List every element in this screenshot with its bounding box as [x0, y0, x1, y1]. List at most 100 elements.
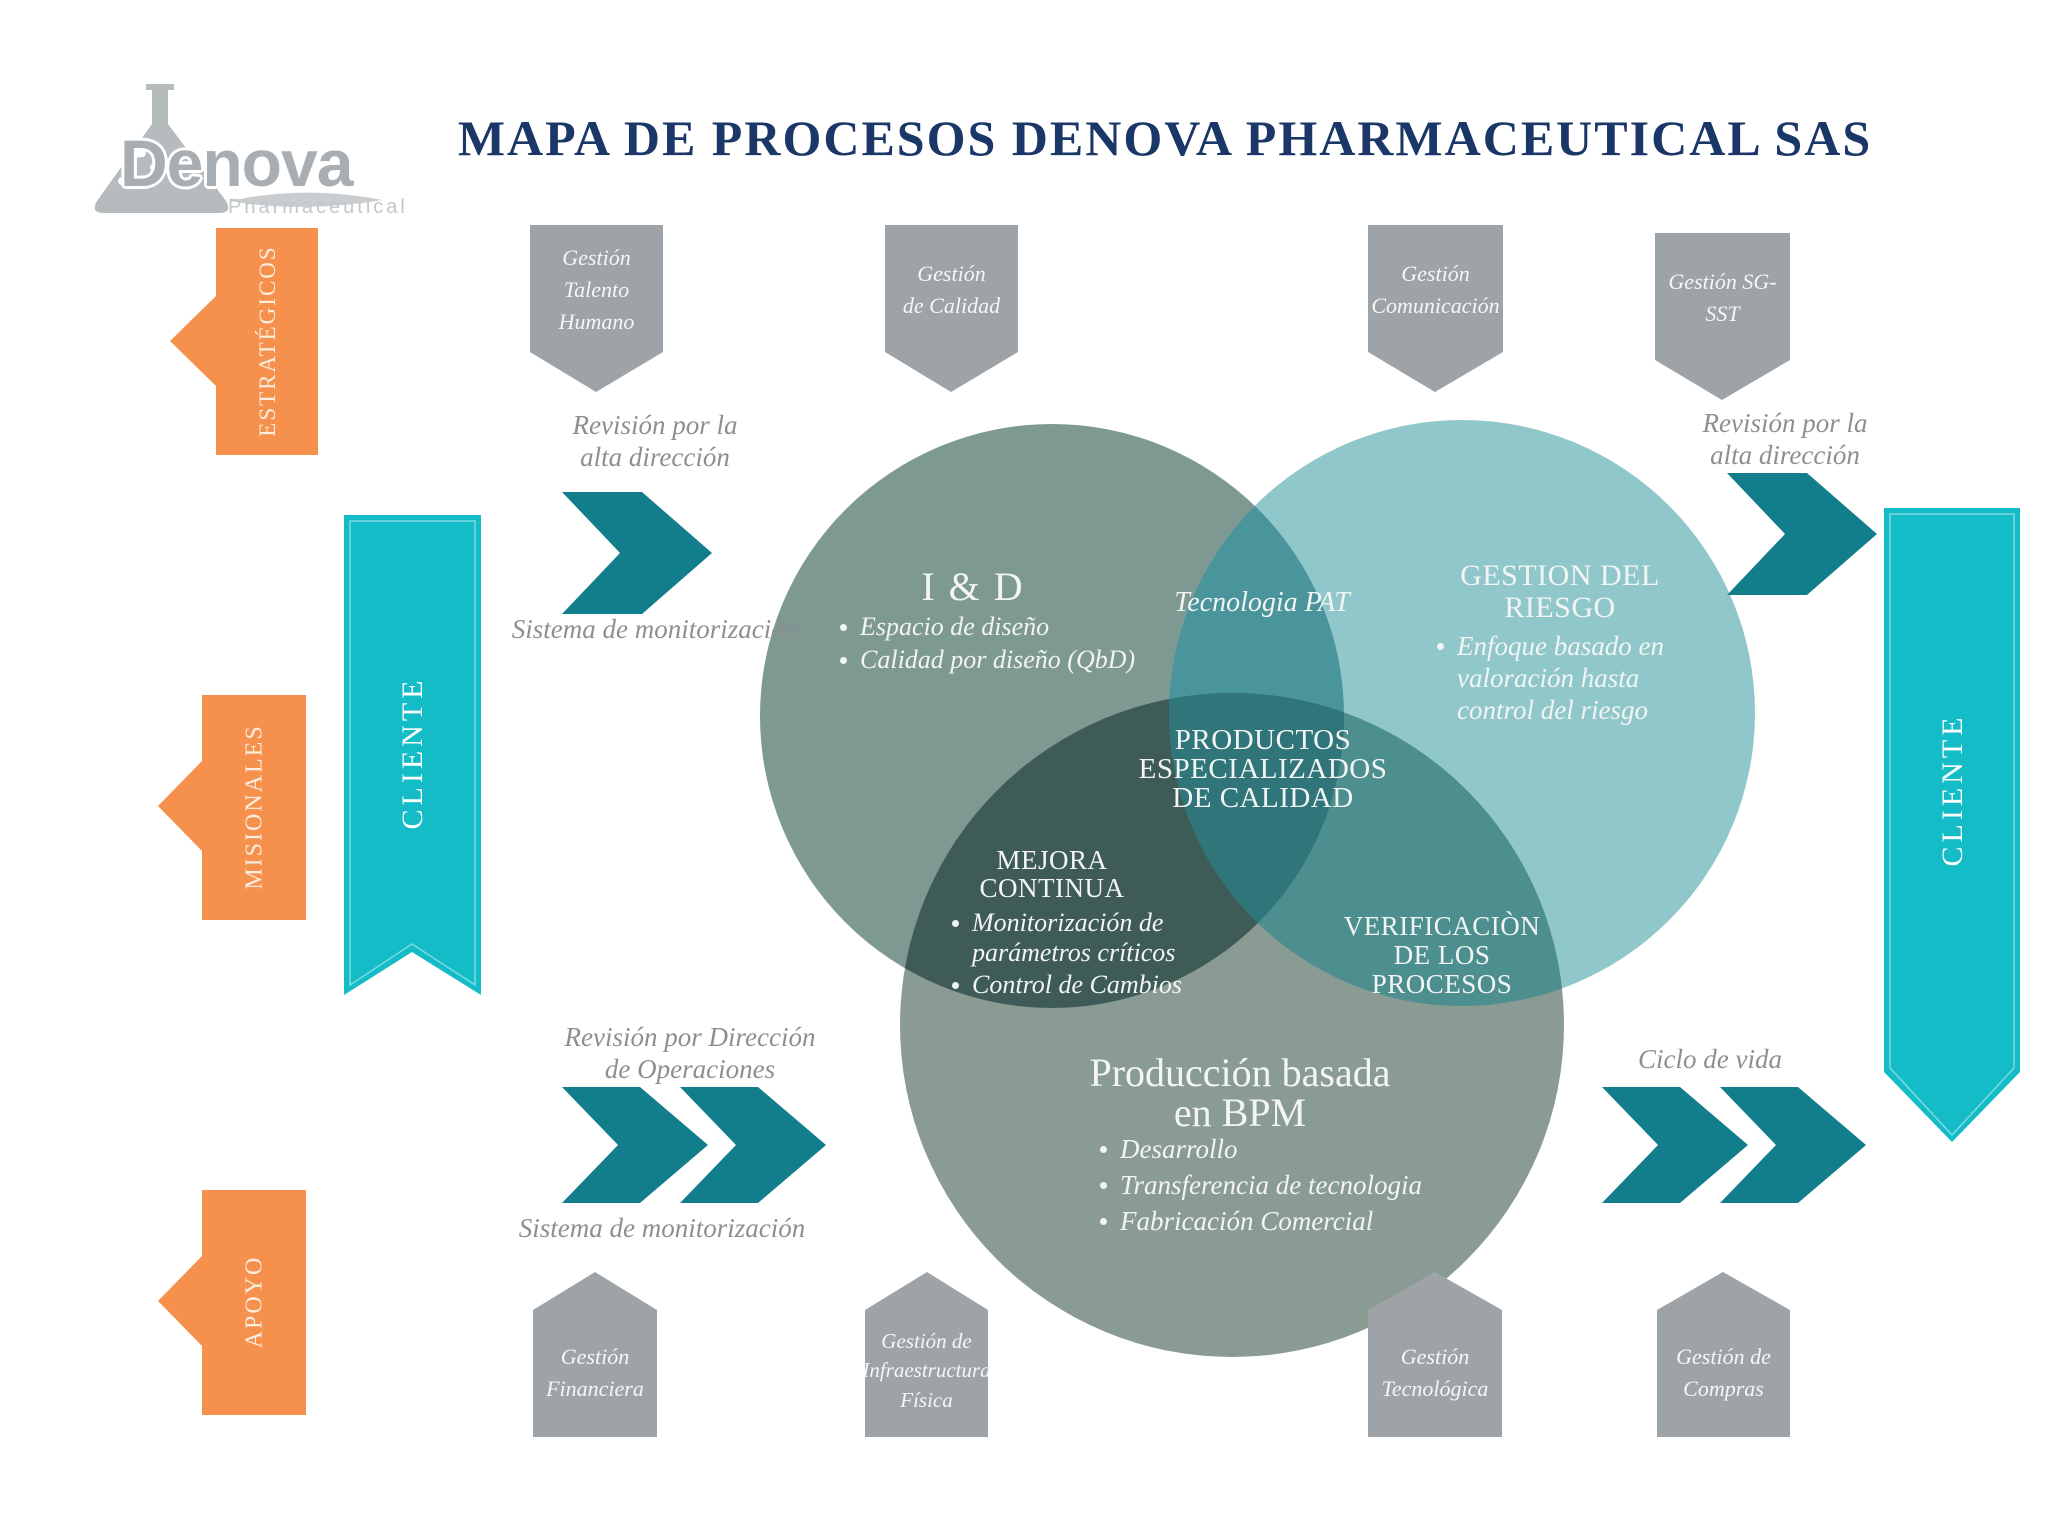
label-sistema-monitorizacion-bottom: Sistema de monitorización: [492, 1213, 832, 1245]
pennant-financiera: [533, 1272, 657, 1437]
label-revision-alta-direccion-right: Revisión por la alta dirección: [1625, 408, 1945, 472]
pennant-financiera-label: Gestión Financiera: [533, 1318, 657, 1428]
venn-title-line: RIESGO: [1504, 591, 1616, 625]
bullet-icon: [1100, 1218, 1107, 1226]
pennant-infraestructura-label: Gestión de Infraestructura Física: [862, 1312, 991, 1430]
bullet-text: Monitorización de parámetros críticos: [972, 908, 1176, 967]
label-line: Sistema de monitorización: [511, 614, 799, 644]
pennant-line: Tecnológica: [1381, 1376, 1489, 1401]
pennant-line: Gestión: [1400, 1344, 1470, 1370]
venn-title-line: CONTINUA: [979, 873, 1125, 904]
label-line: Revisión por la: [1702, 408, 1868, 438]
bullet-text: Espacio de diseño: [860, 612, 1050, 641]
venn-mejora-bullets: Monitorización de parámetros críticos Co…: [952, 908, 1197, 1000]
logo-tagline: Pharmaceutical: [228, 196, 408, 218]
venn-produccion-title: Producción basada en BPM: [1060, 1053, 1420, 1133]
ribbon-cliente-left: [344, 515, 481, 995]
label-line: Revisión por la: [572, 410, 738, 440]
ribbon-cliente-right-inset: [1889, 513, 2015, 1137]
chevron-top-left-icon: [562, 492, 712, 614]
pennant-sg-sst: [1655, 233, 1790, 400]
pennant-infraestructura: [865, 1272, 988, 1437]
chevron-bottom-right-1-icon: [1602, 1087, 1748, 1203]
label-ciclo-de-vida: Ciclo de vida: [1590, 1044, 1830, 1076]
tag-apoyo: [158, 1190, 306, 1415]
bullet-icon: [1100, 1182, 1107, 1190]
cliente-left-label: CLIENTE: [396, 676, 429, 830]
venn-center-title: PRODUCTOS ESPECIALIZADOS DE CALIDAD: [1110, 722, 1416, 817]
label-line: Sistema de monitorización: [518, 1213, 806, 1243]
venn-title-line: DE LOS: [1393, 939, 1491, 970]
bullet-text: Fabricación Comercial: [1120, 1206, 1374, 1237]
list-item: Fabricación Comercial: [1100, 1206, 1450, 1237]
pennant-tecnologica-label: Gestión Tecnológica: [1368, 1318, 1502, 1428]
logo-brand: Denova: [120, 126, 353, 200]
pennant-talento-humano: [530, 225, 663, 392]
label-line: alta dirección: [580, 441, 730, 472]
pennant-line: Gestión Talento: [562, 245, 631, 303]
venn-title-line: MEJORA: [996, 845, 1108, 875]
chevron-bottom-right-2-icon: [1720, 1087, 1866, 1203]
venn-verificacion-title: VERIFICACIÒN DE LOS PROCESOS: [1344, 912, 1540, 999]
venn-mejora-title: MEJORA CONTINUA: [952, 846, 1152, 903]
logo-swoosh-icon: [230, 192, 382, 207]
list-item: Monitorización de parámetros críticos: [952, 908, 1197, 967]
venn-diagram: [760, 420, 1755, 1357]
venn-title-line: en BPM: [1173, 1090, 1307, 1135]
pennant-line: Gestión: [917, 261, 986, 287]
pennant-line: Gestión: [560, 1344, 630, 1370]
venn-title-line: PROCESOS: [1371, 968, 1513, 999]
venn-id-title: I & D: [921, 563, 1025, 609]
pennant-line: de Calidad: [902, 293, 1001, 318]
pennant-comunicacion-label: Gestión Comunicación: [1368, 234, 1503, 346]
bullet-icon: [840, 657, 847, 665]
pennant-compras-label: Gestión de Compras: [1657, 1318, 1790, 1428]
tag-estrategicos-label: ESTRATÉGICOS: [255, 245, 280, 437]
venn-overlap-id-produccion: [900, 693, 1344, 1008]
pennant-sg-sst-label: Gestión SG-SST: [1655, 242, 1790, 354]
bullet-icon: [1100, 1146, 1107, 1153]
pennant-compras: [1657, 1272, 1790, 1437]
tag-estrategicos: [170, 228, 318, 455]
pennant-line: Comunicación: [1371, 293, 1500, 318]
pennant-calidad: [885, 225, 1018, 392]
pennant-line: Compras: [1683, 1376, 1764, 1401]
bullet-text: Transferencia de tecnologia: [1120, 1170, 1422, 1201]
label-line: Ciclo de vida: [1638, 1044, 1782, 1074]
venn-title-line: GESTION DEL: [1460, 559, 1660, 592]
bullet-text: Desarrollo: [1120, 1134, 1238, 1164]
pennant-calidad-label: Gestión de Calidad: [885, 234, 1018, 346]
venn-produccion-bullets: Desarrollo Transferencia de tecnologia F…: [1100, 1134, 1450, 1237]
pennant-line: Gestión de: [881, 1328, 972, 1353]
pennant-talento-humano-label: Gestión Talento Humano: [530, 234, 663, 346]
pennant-line: Financiera: [546, 1376, 644, 1401]
cliente-right-label: CLIENTE: [1936, 713, 1969, 867]
venn-id-bullets: Espacio de diseño Calidad por diseño (Qb…: [840, 612, 1150, 675]
list-item: Control de Cambios: [952, 970, 1197, 1000]
label-revision-direccion-operaciones: Revisión por Dirección de Operaciones: [520, 1022, 860, 1086]
tag-misionales: [158, 695, 306, 920]
label-sistema-monitorizacion-top: Sistema de monitorización: [485, 614, 825, 646]
pennant-line: Gestión: [1401, 261, 1470, 287]
bullet-icon: [840, 624, 847, 631]
list-item: Espacio de diseño: [840, 612, 1150, 642]
pennant-tecnologica: [1368, 1272, 1502, 1437]
venn-tecnologia-pat-label: Tecnologia PAT: [1174, 587, 1350, 618]
pennant-line: Gestión SG-SST: [1668, 269, 1777, 326]
bullet-text: Enfoque basado en valoración hasta contr…: [1457, 631, 1664, 725]
pennant-line: Infraestructura: [862, 1358, 991, 1383]
bullet-text: Control de Cambios: [972, 970, 1182, 1000]
venn-title-line: PRODUCTOS: [1174, 724, 1352, 756]
label-line: de Operaciones: [604, 1053, 776, 1084]
venn-title-line: DE CALIDAD: [1172, 782, 1354, 814]
flask-icon: [94, 84, 229, 213]
venn-title-line: VERIFICACIÒN: [1343, 911, 1541, 941]
list-item: Desarrollo: [1100, 1134, 1450, 1165]
bullet-icon: [1437, 643, 1444, 650]
chevron-bottom-left-1-icon: [562, 1087, 708, 1203]
list-item: Transferencia de tecnologia: [1100, 1170, 1450, 1201]
venn-riesgo-bullets: Enfoque basado en valoración hasta contr…: [1437, 631, 1687, 727]
chevron-top-right-icon: [1727, 473, 1877, 595]
